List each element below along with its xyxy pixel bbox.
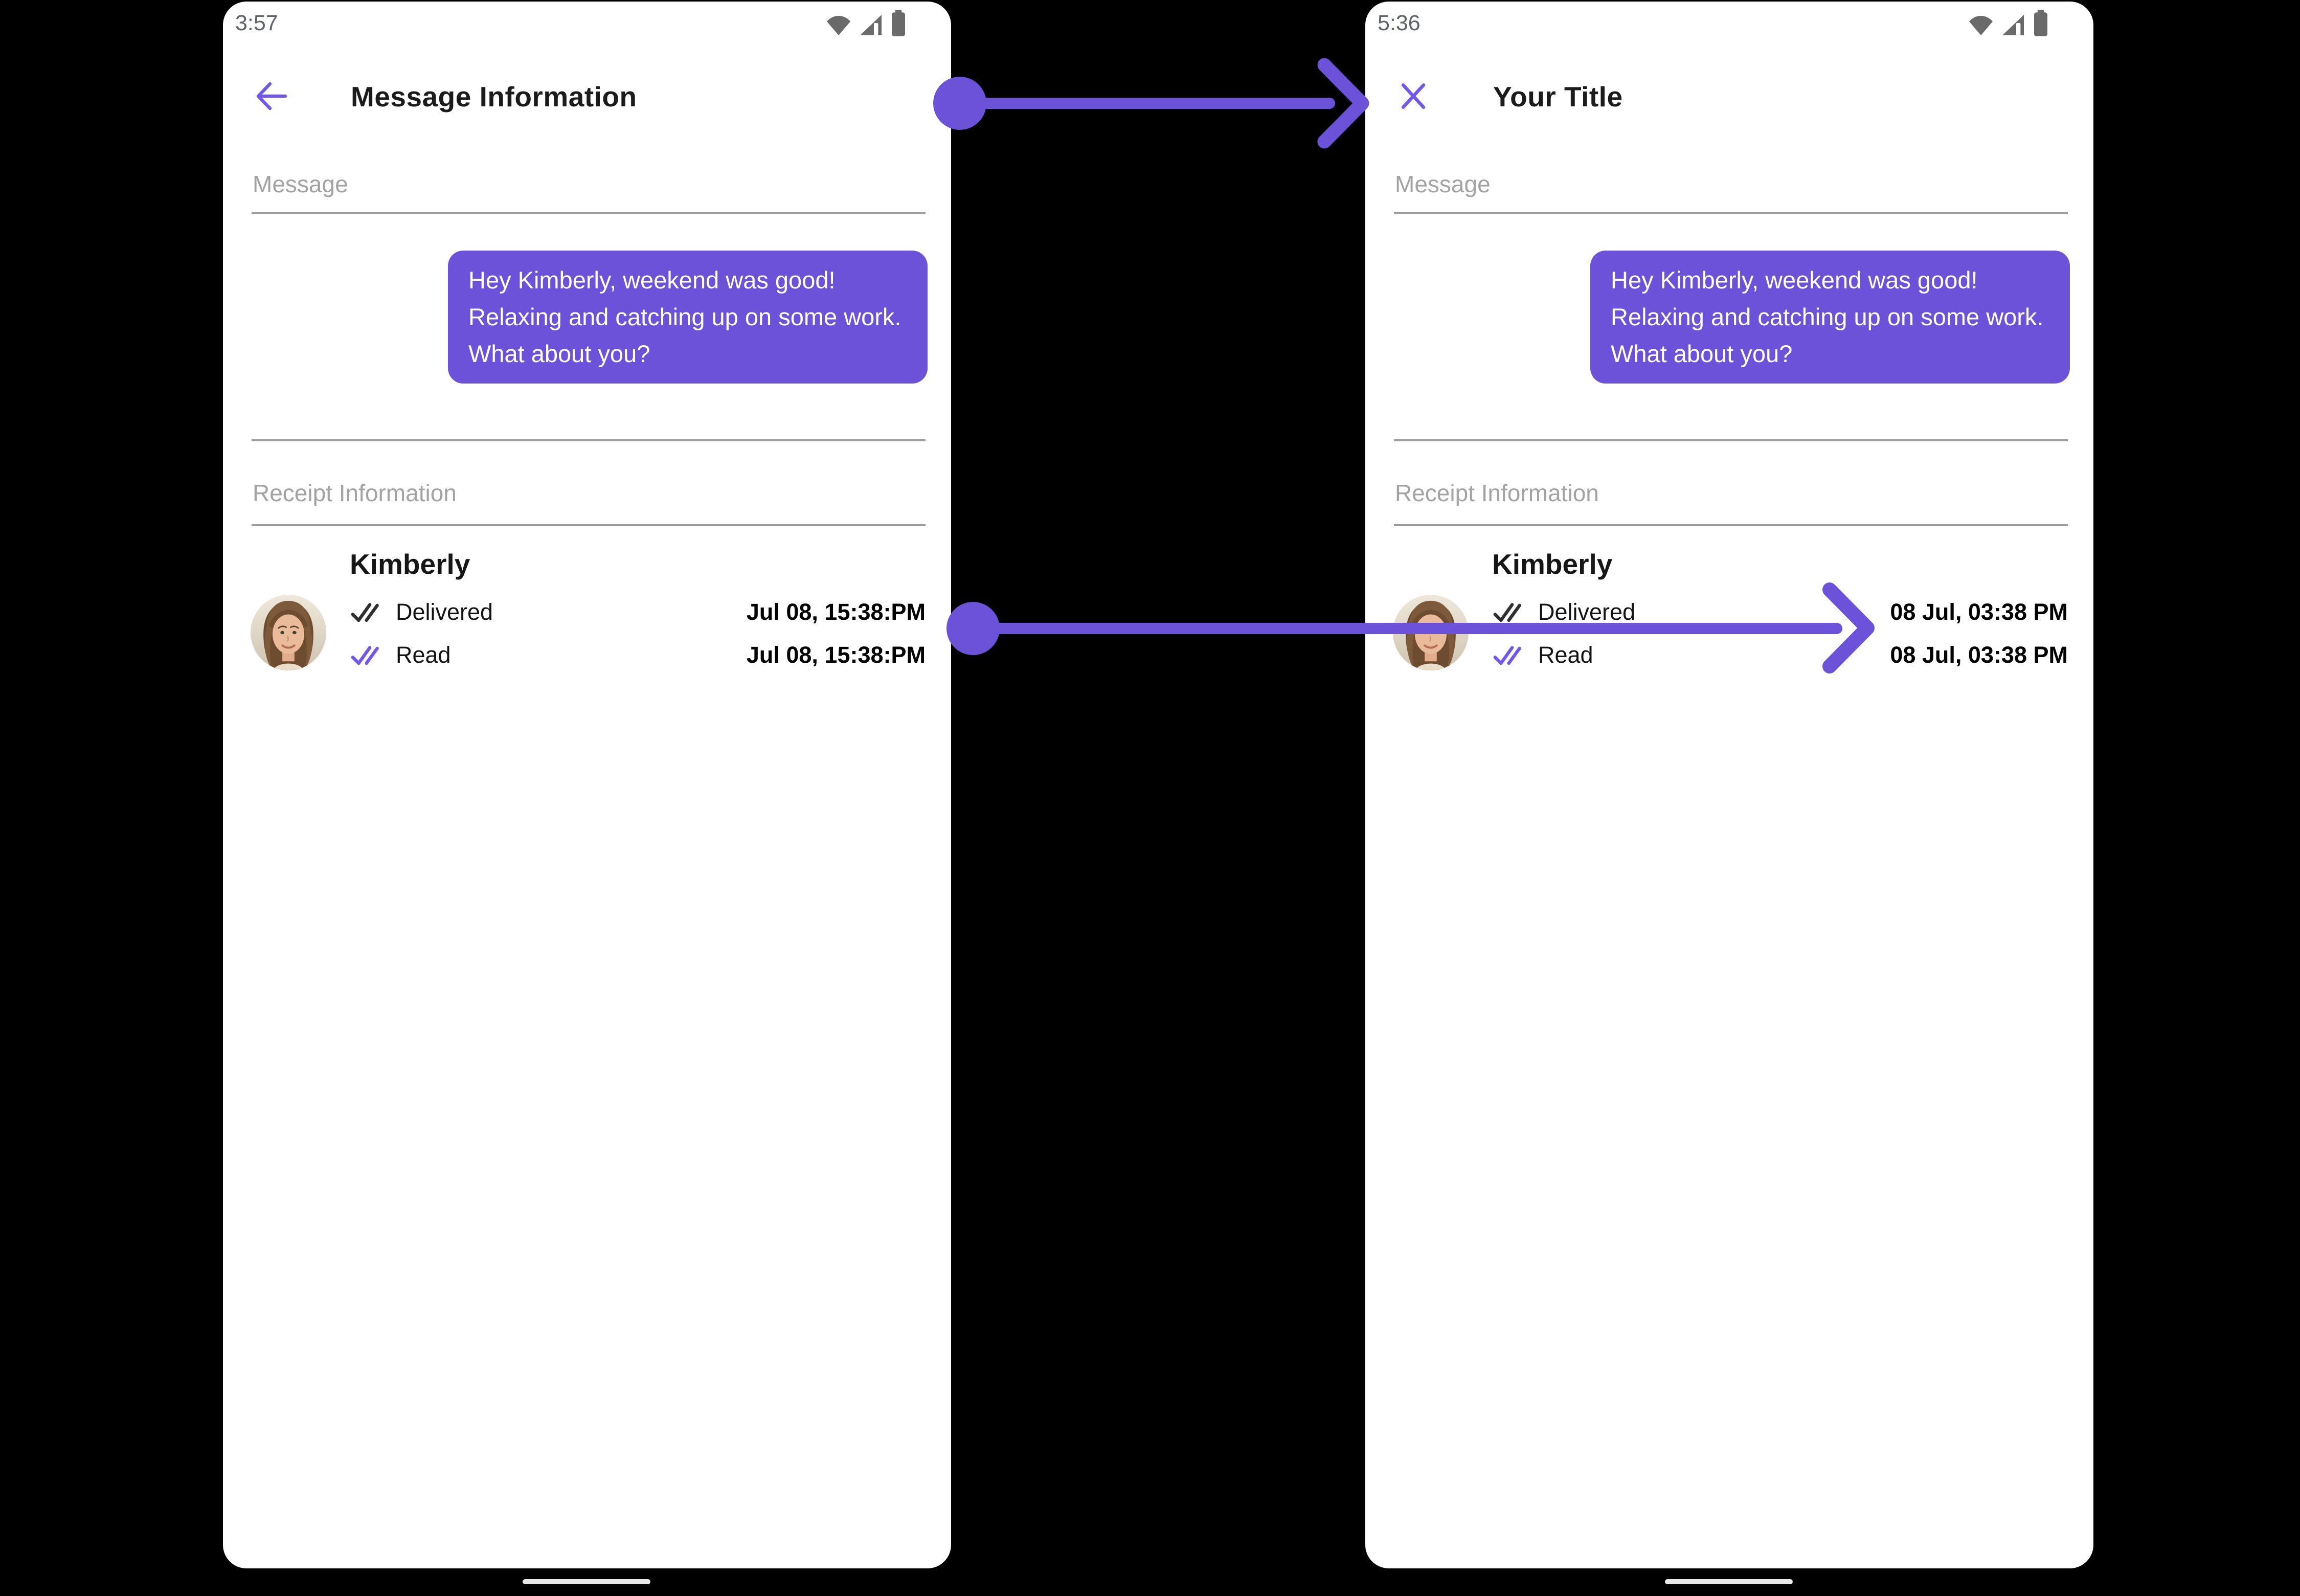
- double-check-icon: [350, 644, 379, 666]
- divider: [252, 439, 926, 441]
- status-bar-icons: [1968, 10, 2049, 36]
- read-timestamp: Jul 08, 15:38:PM: [746, 642, 926, 668]
- receipt-row-delivered: Delivered 08 Jul, 03:38 PM: [1492, 597, 2068, 627]
- delivery-timestamp: 08 Jul, 03:38 PM: [1890, 599, 2068, 625]
- app-header: Your Title: [1394, 74, 2065, 119]
- battery-icon: [2032, 10, 2049, 36]
- page-title: Message Information: [351, 81, 637, 113]
- status-bar-clock: 5:36: [1378, 11, 1420, 35]
- phone-screen-before: 3:57 Message Information Message Hey Kim…: [223, 2, 951, 1568]
- outgoing-message-bubble: Hey Kimberly, weekend was good! Relaxing…: [448, 251, 928, 384]
- status-bar-icons: [825, 10, 907, 36]
- status-bar-clock: 3:57: [235, 11, 278, 35]
- back-arrow-icon: [253, 78, 289, 116]
- recipient-name: Kimberly: [1492, 548, 1613, 580]
- receipt-row-read: Read 08 Jul, 03:38 PM: [1492, 640, 2068, 670]
- divider: [252, 524, 926, 526]
- delivery-status-label: Delivered: [396, 599, 493, 625]
- recipient-name: Kimberly: [350, 548, 470, 580]
- divider: [252, 212, 926, 214]
- double-check-icon: [1492, 644, 1522, 666]
- avatar: [251, 595, 326, 670]
- back-button[interactable]: [252, 77, 290, 116]
- double-check-icon: [350, 601, 379, 623]
- title-mapping-arrow: [933, 58, 1369, 149]
- delivery-timestamp: Jul 08, 15:38:PM: [746, 599, 926, 625]
- close-button[interactable]: [1394, 77, 1433, 116]
- receipt-section-label: Receipt Information: [253, 480, 457, 506]
- home-indicator: [523, 1579, 650, 1584]
- read-status-label: Read: [1538, 642, 1593, 668]
- app-header: Message Information: [252, 74, 922, 119]
- close-x-icon: [1399, 81, 1428, 113]
- wifi-icon: [1968, 14, 1994, 36]
- outgoing-message-bubble: Hey Kimberly, weekend was good! Relaxing…: [1590, 251, 2070, 384]
- divider: [1394, 212, 2068, 214]
- divider: [1394, 524, 2068, 526]
- divider: [1394, 439, 2068, 441]
- phone-screen-after: 5:36 Your Title Message Hey Kimberly, we…: [1365, 2, 2093, 1568]
- read-timestamp: 08 Jul, 03:38 PM: [1890, 642, 2068, 668]
- receipt-row-read: Read Jul 08, 15:38:PM: [350, 640, 926, 670]
- cellular-signal-icon: [859, 14, 883, 36]
- message-section-label: Message: [253, 171, 348, 197]
- double-check-icon: [1492, 601, 1522, 623]
- cellular-signal-icon: [2001, 14, 2025, 36]
- home-indicator: [1665, 1579, 1793, 1584]
- read-status-label: Read: [396, 642, 451, 668]
- battery-icon: [890, 10, 907, 36]
- receipt-section-label: Receipt Information: [1395, 480, 1599, 506]
- delivery-status-label: Delivered: [1538, 599, 1636, 625]
- receipt-row-delivered: Delivered Jul 08, 15:38:PM: [350, 597, 926, 627]
- message-section-label: Message: [1395, 171, 1491, 197]
- avatar: [1393, 595, 1469, 670]
- wifi-icon: [825, 14, 852, 36]
- page-title: Your Title: [1493, 81, 1623, 113]
